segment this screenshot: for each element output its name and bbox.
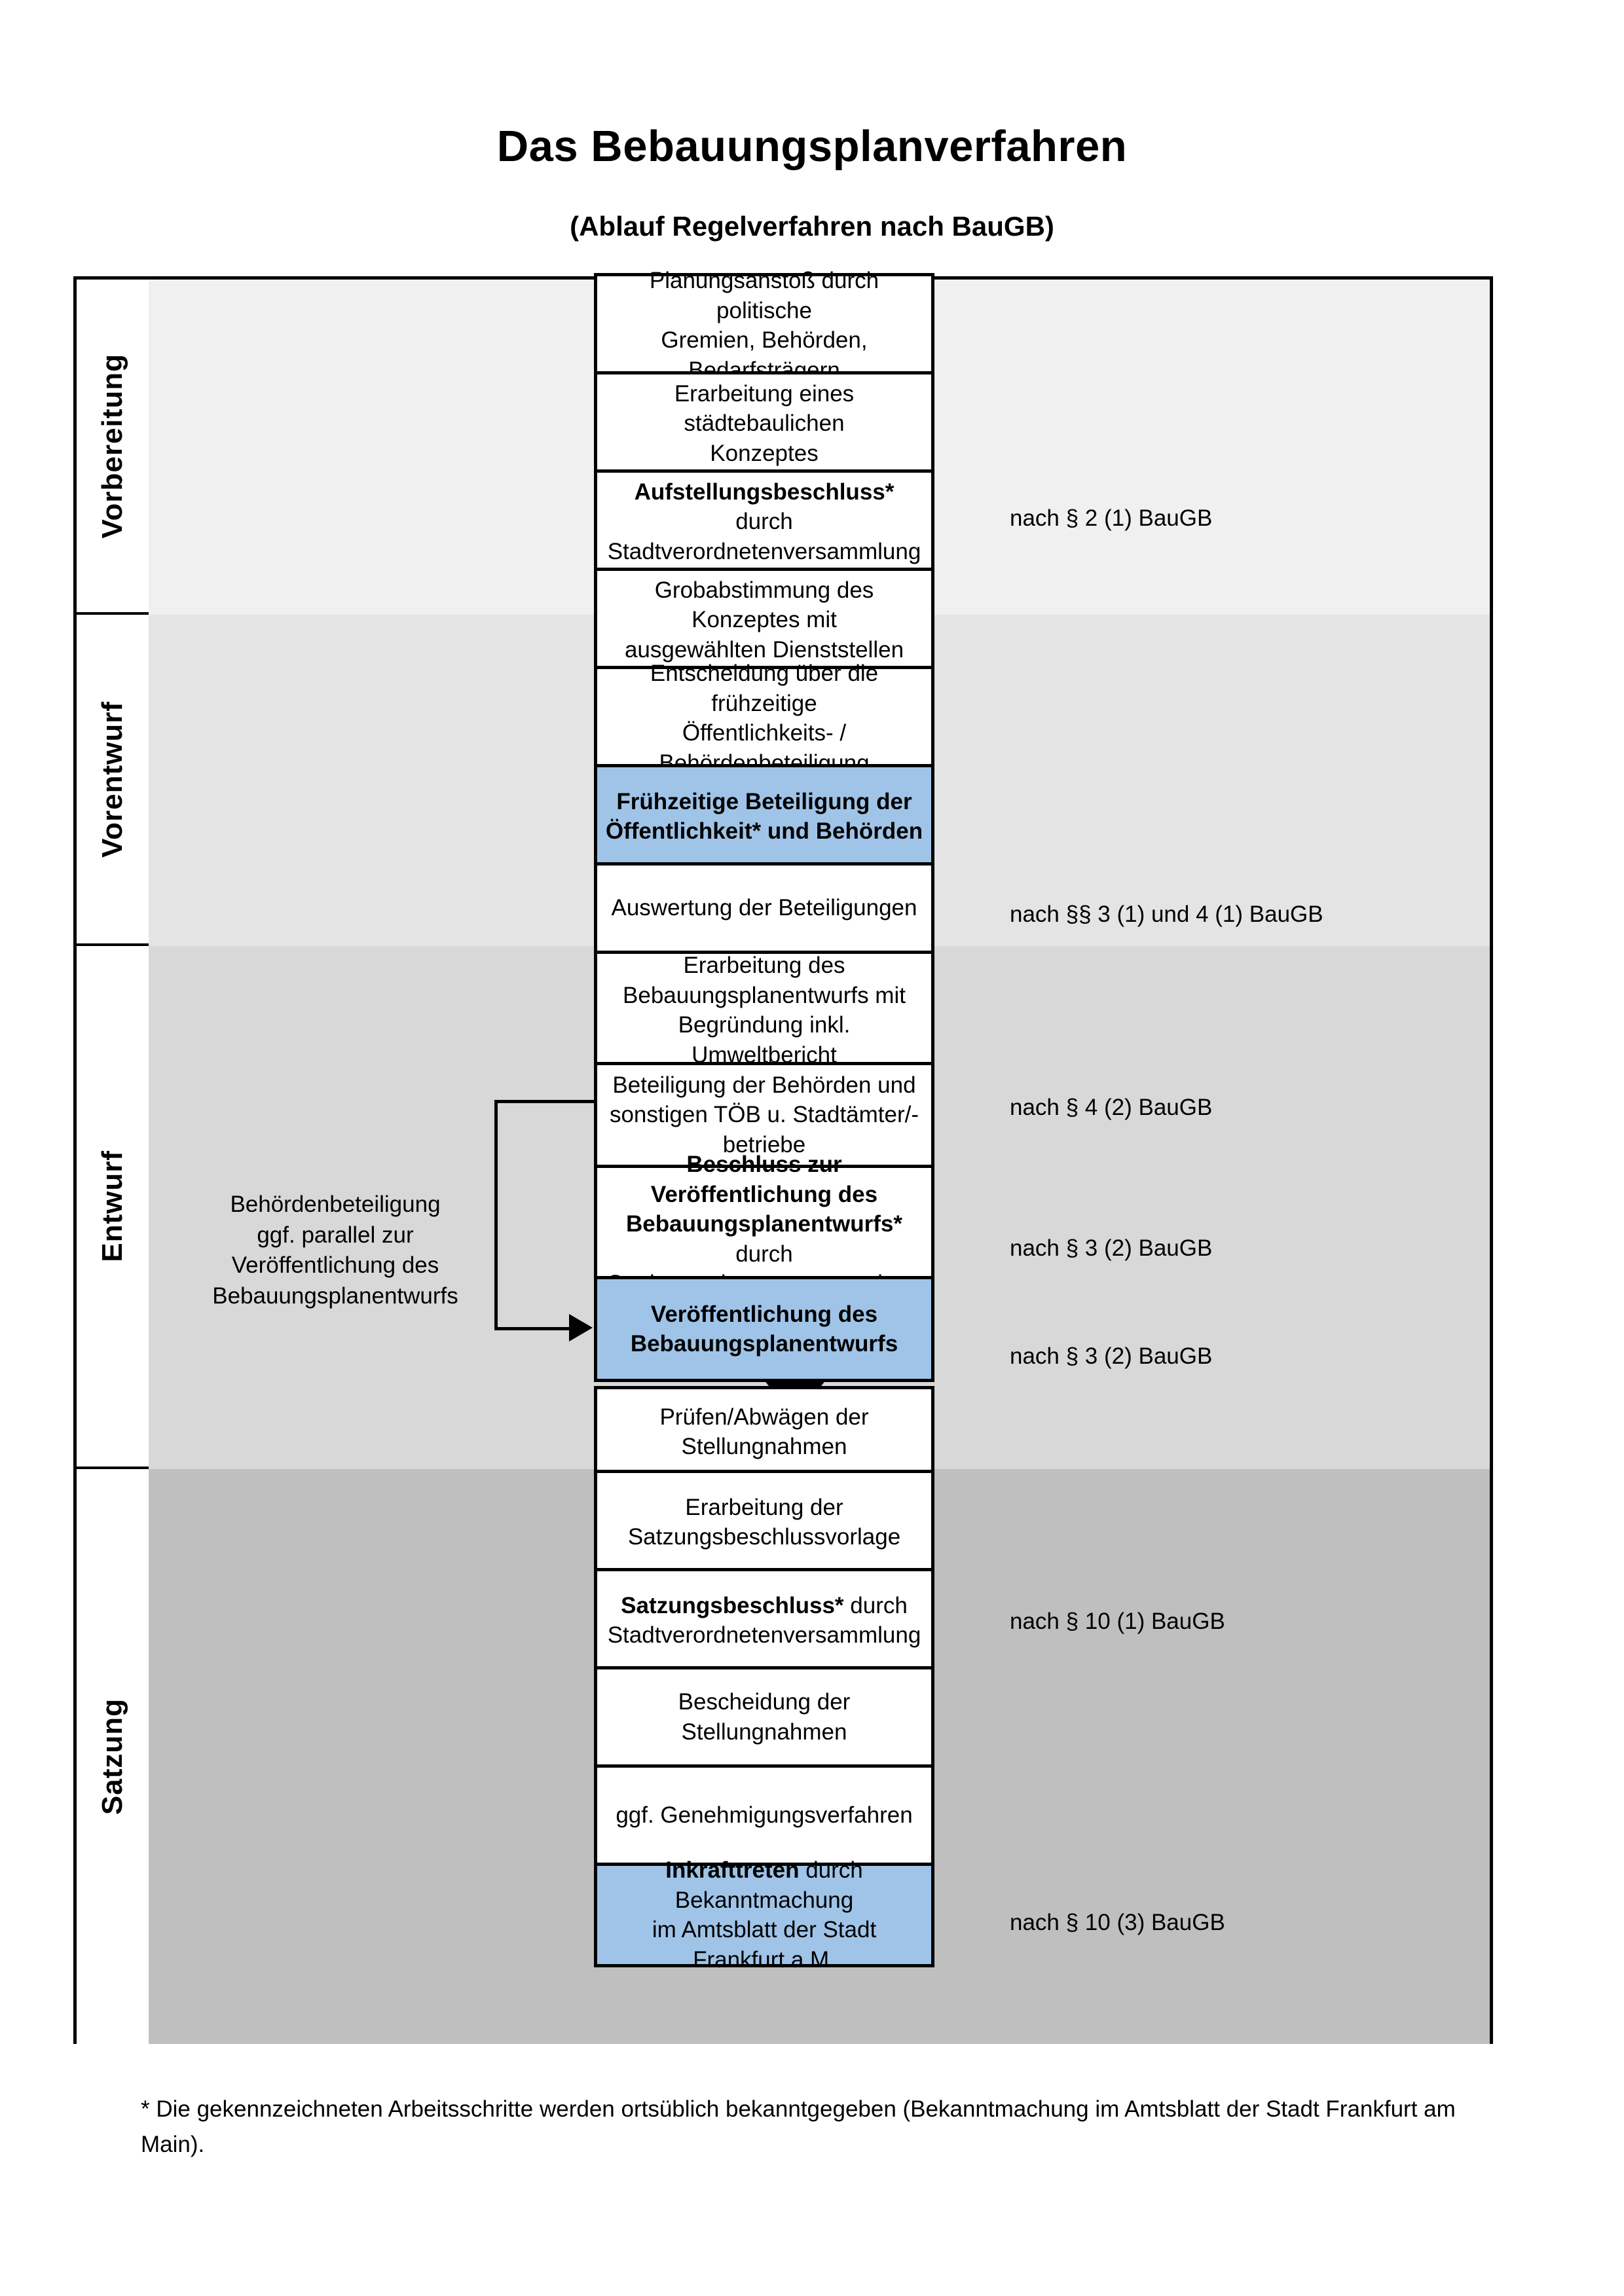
legal-ref-par10-3: nach § 10 (3) BauGB: [1010, 1910, 1225, 1935]
step-line: Erarbeitung der: [685, 1494, 843, 1520]
phase-label-vorbereitung: Vorbereitung: [96, 353, 128, 539]
side-note-line: Behördenbeteiligung: [230, 1192, 441, 1217]
step-line-bold: Frühzeitige Beteiligung der: [616, 788, 912, 814]
feedback-loop-arrow: [494, 1100, 594, 1341]
step-planungsanstoss[interactable]: Planungsanstoß durch politische Gremien,…: [594, 268, 934, 383]
step-line: Planungsanstoß durch politische: [649, 268, 879, 323]
step-grobabstimmung[interactable]: Grobabstimmung des Konzeptes mit ausgewä…: [594, 568, 934, 672]
phase-cell-satzung: Satzung: [77, 1469, 149, 2044]
page-subtitle: (Ablauf Regelverfahren nach BauGB): [570, 211, 1054, 242]
side-note-line: Veröffentlichung des: [231, 1252, 439, 1279]
step-line: Stadtverordnetenversammlung: [607, 1622, 921, 1648]
step-line: Bebauungsplanentwurfs mit: [623, 982, 906, 1008]
side-note-line: Bebauungsplanentwurfs: [212, 1283, 458, 1309]
step-line: Erarbeitung eines städtebaulichen: [674, 380, 855, 437]
step-line: Prüfen/Abwägen der Stellungnahmen: [659, 1404, 869, 1460]
step-line-bold: Beschluss zur Veröffentlichung des: [650, 1152, 878, 1207]
step-erarbeitung-bplanentwurf[interactable]: Erarbeitung des Bebauungsplanentwurfs mi…: [594, 951, 934, 1070]
step-line: ggf. Genehmigungsverfahren: [616, 1802, 913, 1828]
legal-ref-par10-1: nach § 10 (1) BauGB: [1010, 1609, 1225, 1634]
step-staedtebauliches-konzept[interactable]: Erarbeitung eines städtebaulichen Konzep…: [594, 371, 934, 476]
step-beteiligung-behoerden-toeb[interactable]: Beteiligung der Behörden und sonstigen T…: [594, 1062, 934, 1168]
step-line: Stadtverordnetenversammlung: [607, 538, 921, 564]
step-line: durch: [735, 509, 793, 535]
legal-ref-par2-1: nach § 2 (1) BauGB: [1010, 505, 1213, 531]
step-line-bold: Satzungsbeschluss*: [621, 1592, 844, 1618]
diagram-frame: Vorbereitung Vorentwurf Entwurf Satzung: [73, 268, 1493, 2044]
step-line: Grobabstimmung des Konzeptes mit: [654, 577, 874, 633]
step-line: Auswertung der Beteiligungen: [611, 895, 917, 921]
step-satzungsbeschlussvorlage[interactable]: Erarbeitung der Satzungsbeschlussvorlage: [594, 1470, 934, 1575]
phase-cell-entwurf: Entwurf: [77, 946, 149, 1469]
step-line-bold: Bebauungsplanentwurfs: [630, 1331, 898, 1357]
step-entscheidung-fruehzeitige[interactable]: Entscheidung über die frühzeitige Öffent…: [594, 661, 934, 776]
legal-ref-par4-2: nach § 4 (2) BauGB: [1010, 1095, 1213, 1120]
step-aufstellungsbeschluss[interactable]: Aufstellungsbeschluss* durch Stadtverord…: [594, 469, 934, 574]
legal-ref-par3-1-4-1: nach §§ 3 (1) und 4 (1) BauGB: [1010, 902, 1323, 927]
step-line: durch Bekanntmachung: [674, 1857, 863, 1913]
step-line: Satzungsbeschlussvorlage: [627, 1524, 901, 1550]
side-note-line: ggf. parallel zur: [257, 1222, 414, 1248]
phase-cell-vorentwurf: Vorentwurf: [77, 615, 149, 946]
step-pruefen-abwaegen[interactable]: Prüfen/Abwägen der Stellungnahmen: [594, 1386, 934, 1478]
step-fruehzeitige-beteiligung[interactable]: Frühzeitige Beteiligung der Öffentlichke…: [594, 764, 934, 869]
phase-label-vorentwurf: Vorentwurf: [96, 701, 128, 858]
step-bescheidung-stellungnahmen[interactable]: Bescheidung der Stellungnahmen: [594, 1666, 934, 1768]
legal-ref-par3-2-a: nach § 3 (2) BauGB: [1010, 1235, 1213, 1261]
step-line: durch: [735, 1241, 793, 1267]
step-line-bold: Bebauungsplanentwurfs*: [626, 1211, 902, 1237]
phase-rail: Vorbereitung Vorentwurf Entwurf Satzung: [77, 280, 149, 2044]
phase-label-entwurf: Entwurf: [96, 1150, 128, 1262]
step-line: Entscheidung über die frühzeitige: [650, 661, 879, 716]
step-beschluss-veroeffentlichung[interactable]: Beschluss zur Veröffentlichung des Bebau…: [594, 1152, 934, 1296]
step-line: ausgewählten Dienststellen: [624, 636, 904, 663]
step-line: Bescheidung der Stellungnahmen: [678, 1689, 851, 1745]
step-veroeffentlichung-bplanentwurf[interactable]: Veröffentlichung des Bebauungsplanentwur…: [594, 1276, 934, 1382]
page-title: Das Bebauungsplanverfahren: [496, 122, 1128, 171]
step-inkrafttreten[interactable]: Inkrafttreten durch Bekanntmachung im Am…: [594, 1857, 934, 1973]
step-line: Konzeptes: [710, 440, 819, 466]
step-line: durch: [843, 1592, 908, 1618]
step-line: sonstigen TÖB u. Stadtämter/-betriebe: [609, 1102, 919, 1157]
step-line: im Amtsblatt der Stadt Frankfurt a.M.: [652, 1917, 877, 1973]
phase-label-satzung: Satzung: [96, 1698, 128, 1815]
step-line-bold: Veröffentlichung des: [650, 1301, 878, 1327]
footnote: * Die gekennzeichneten Arbeitsschritte w…: [141, 2096, 1456, 2158]
phase-cell-vorbereitung: Vorbereitung: [77, 280, 149, 615]
step-auswertung-beteiligungen[interactable]: Auswertung der Beteiligungen: [594, 862, 934, 954]
step-line-bold: Öffentlichkeit* und Behörden: [605, 818, 923, 844]
step-genehmigungsverfahren[interactable]: ggf. Genehmigungsverfahren: [594, 1764, 934, 1866]
side-note-behoerdenbeteiligung: Behördenbeteiligung ggf. parallel zur Ve…: [165, 1190, 506, 1311]
step-line-bold: Inkrafttreten: [665, 1857, 800, 1883]
step-line: Erarbeitung des: [683, 953, 845, 978]
legal-ref-par3-2-b: nach § 3 (2) BauGB: [1010, 1343, 1213, 1369]
step-line: Beteiligung der Behörden und: [612, 1072, 916, 1098]
step-line-bold: Aufstellungsbeschluss*: [634, 479, 895, 505]
step-satzungsbeschluss[interactable]: Satzungsbeschluss* durch Stadtverordnete…: [594, 1568, 934, 1673]
step-line: Begründung inkl. Umweltbericht: [678, 1012, 851, 1068]
